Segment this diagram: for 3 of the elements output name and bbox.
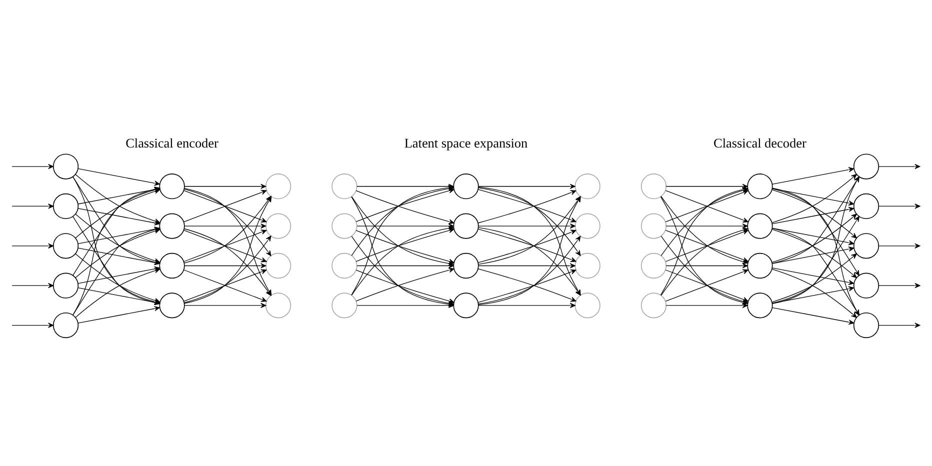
label: Classical encoder	[126, 134, 218, 150]
label: Latent space expansion	[404, 134, 528, 150]
label: Classical decoder	[714, 134, 806, 150]
